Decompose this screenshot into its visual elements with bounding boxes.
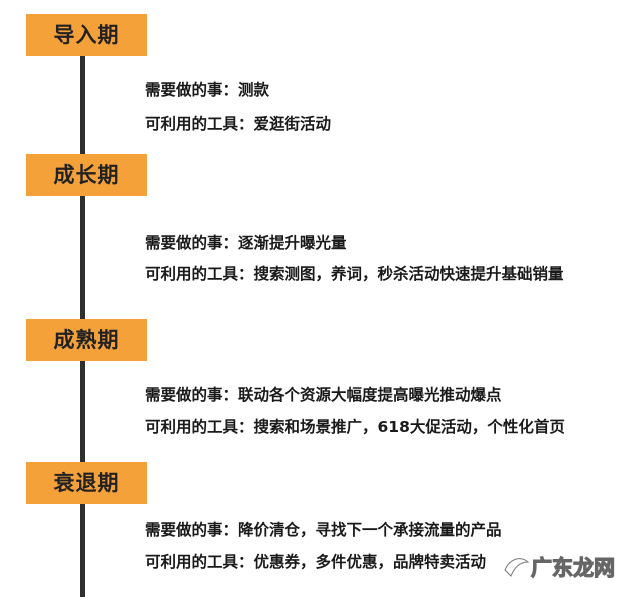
stage-tools-growth: 可利用的工具：搜索测图，养词，秒杀活动快速提升基础销量 <box>145 265 564 283</box>
stage-todo-decline: 需要做的事：降价清仓，寻找下一个承接流量的产品 <box>145 521 502 539</box>
stage-tools-introduction: 可利用的工具：爱逛街活动 <box>145 115 332 133</box>
stage-label-growth: 成长期 <box>26 154 147 196</box>
stage-label-decline: 衰退期 <box>26 462 147 504</box>
stage-tools-maturity: 可利用的工具：搜索和场景推广，618大促活动，个性化首页 <box>145 418 565 436</box>
stage-todo-introduction: 需要做的事：测款 <box>145 81 270 99</box>
stage-label-maturity: 成熟期 <box>26 319 147 361</box>
stage-tools-decline: 可利用的工具：优惠券，多件优惠，品牌特卖活动 <box>145 553 487 571</box>
timeline-line <box>80 40 85 597</box>
stage-todo-growth: 需要做的事：逐渐提升曝光量 <box>145 234 347 252</box>
stage-todo-maturity: 需要做的事：联动各个资源大幅度提高曝光推动爆点 <box>145 386 502 404</box>
watermark-text: 广东龙网 <box>531 556 615 580</box>
watermark-logo: 广东龙网 <box>502 555 616 581</box>
watermark-swoosh-icon <box>504 558 530 577</box>
stage-label-introduction: 导入期 <box>26 14 147 56</box>
